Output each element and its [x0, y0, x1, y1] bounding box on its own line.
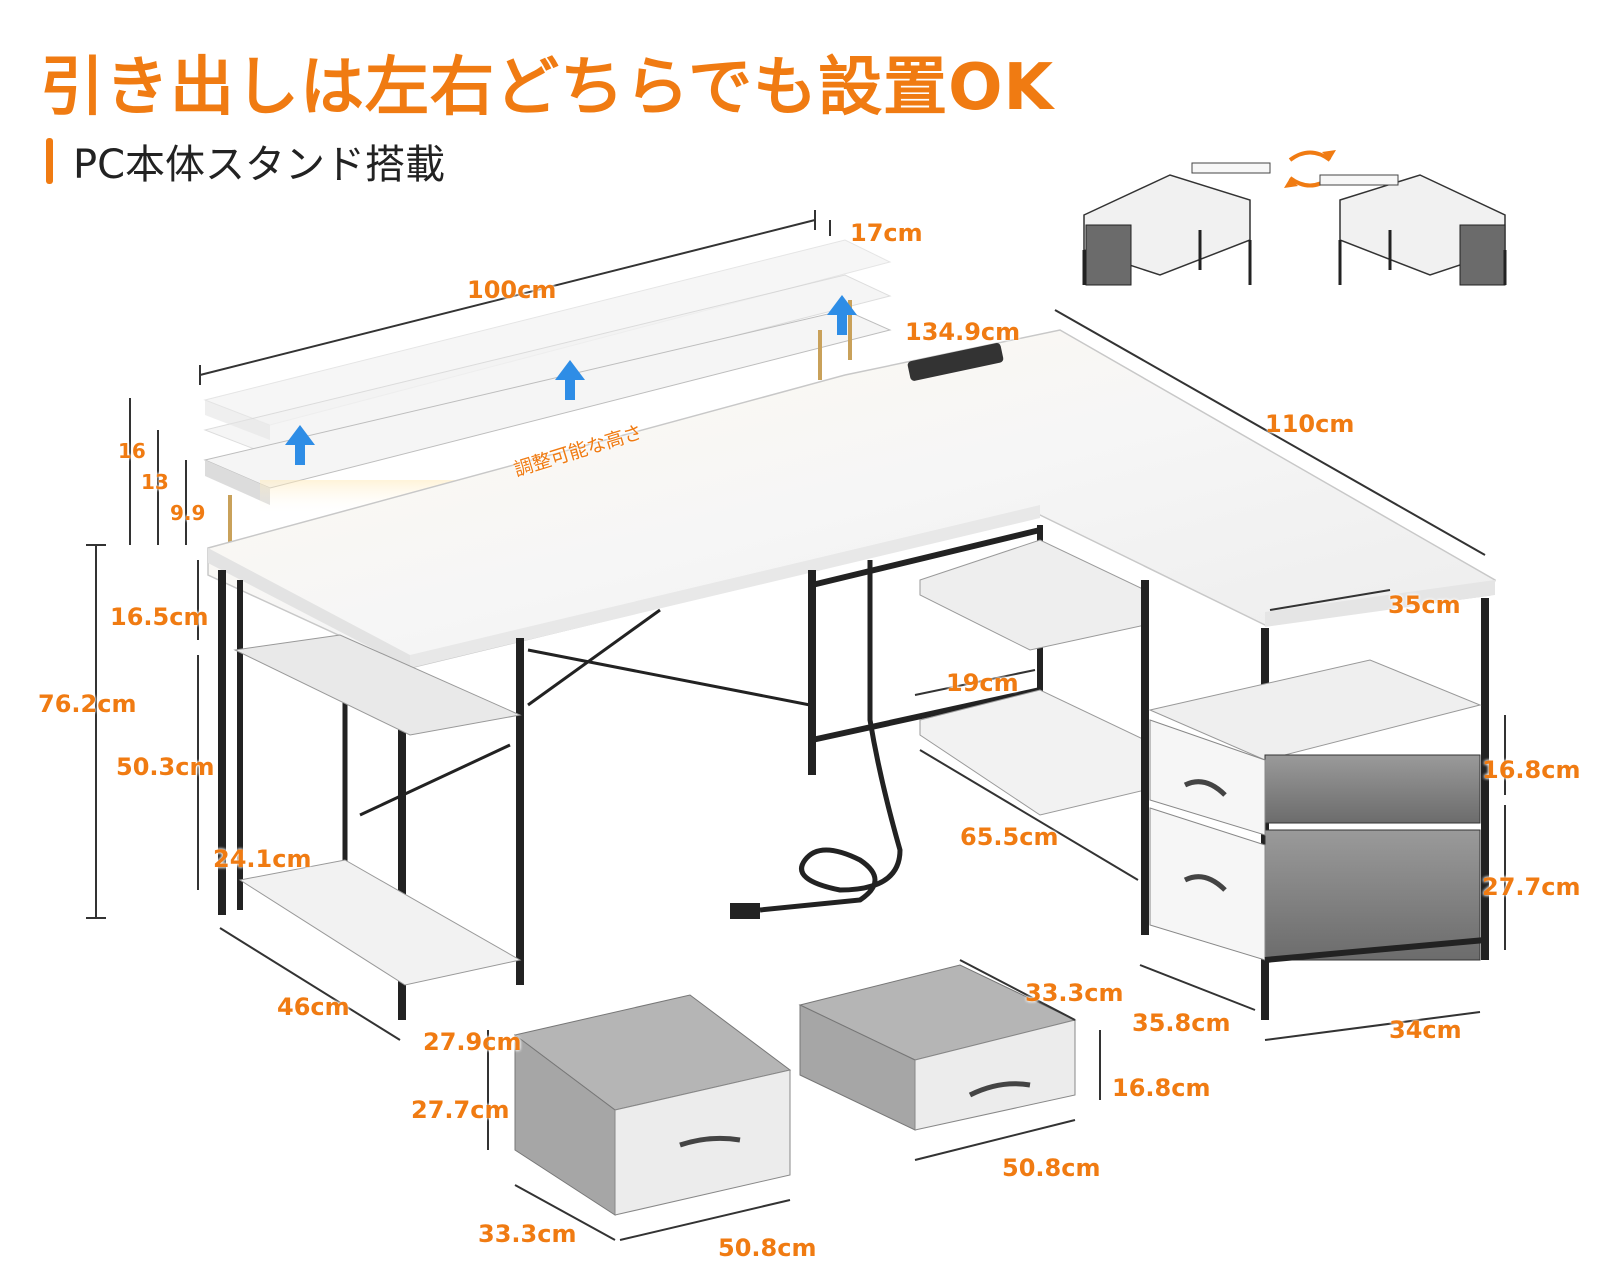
cabinet-width-label: 34cm	[1389, 1016, 1462, 1044]
drawer-large	[513, 994, 792, 1216]
upper-drawer-height-label: 16.8cm	[1482, 756, 1581, 784]
preview-left-desk	[1082, 162, 1271, 286]
swap-arrows-icon	[1284, 150, 1336, 188]
up-arrow-icon	[285, 295, 857, 465]
power-strip-icon	[907, 342, 1004, 381]
middle-frame	[730, 525, 1149, 935]
desk-top	[207, 329, 1496, 669]
drawer-handle-icon	[1183, 779, 1227, 797]
riser-13-label: 13	[141, 470, 169, 494]
drawer-small-height-label: 16.8cm	[1112, 1074, 1211, 1102]
desk-long-side-label: 134.9cm	[905, 318, 1021, 346]
desk-height-label: 76.2cm	[38, 690, 137, 718]
left-width-label: 27.9cm	[423, 1028, 522, 1056]
shelf-width-label: 100cm	[467, 276, 557, 304]
lower-drawer-height-label: 27.7cm	[1482, 873, 1581, 901]
drawer-handle-icon	[679, 1135, 741, 1148]
desk-return-side-label: 110cm	[1265, 410, 1355, 438]
cpu-shelf-height-label: 19cm	[946, 669, 1019, 697]
bottom-shelf-height-label: 24.1cm	[213, 845, 312, 873]
headline: 引き出しは左右どちらでも設置OK	[40, 51, 1055, 125]
drawer-large-depth-label: 33.3cm	[478, 1220, 577, 1248]
subline: PC本体スタンド搭載	[46, 136, 445, 188]
shelf-depth-label: 17cm	[850, 219, 923, 247]
subline-text: PC本体スタンド搭載	[73, 142, 446, 188]
dimension-lines	[86, 210, 1506, 1241]
left-depth-label: 46cm	[277, 993, 350, 1021]
drawer-handle-icon	[968, 1081, 1031, 1098]
preview-right-desk	[1319, 174, 1507, 286]
left-frame	[218, 570, 811, 1020]
drawer-cabinet	[1148, 598, 1489, 1020]
cpu-shelf-width-label: 65.5cm	[960, 823, 1059, 851]
accent-bar	[46, 138, 53, 184]
drawer-large-height-label: 27.7cm	[411, 1096, 510, 1124]
return-depth-label: 35cm	[1388, 591, 1461, 619]
drawer-small-width-label: 50.8cm	[1002, 1154, 1101, 1182]
cabinet-depth-label: 35.8cm	[1132, 1009, 1231, 1037]
riser-16-label: 16	[118, 439, 146, 463]
drawer-small-depth-label: 33.3cm	[1025, 979, 1124, 1007]
top-to-shelf-label: 16.5cm	[110, 603, 209, 631]
power-plug-icon	[730, 903, 760, 919]
drawer-large-width-label: 50.8cm	[718, 1234, 817, 1262]
riser-9-9-label: 9.9	[170, 501, 206, 525]
drawer-handle-icon	[1183, 874, 1227, 892]
shelf-to-bottom-label: 50.3cm	[116, 753, 215, 781]
monitor-shelf	[203, 239, 892, 548]
drawer-small	[798, 964, 1077, 1131]
reversible-preview	[1082, 150, 1507, 286]
